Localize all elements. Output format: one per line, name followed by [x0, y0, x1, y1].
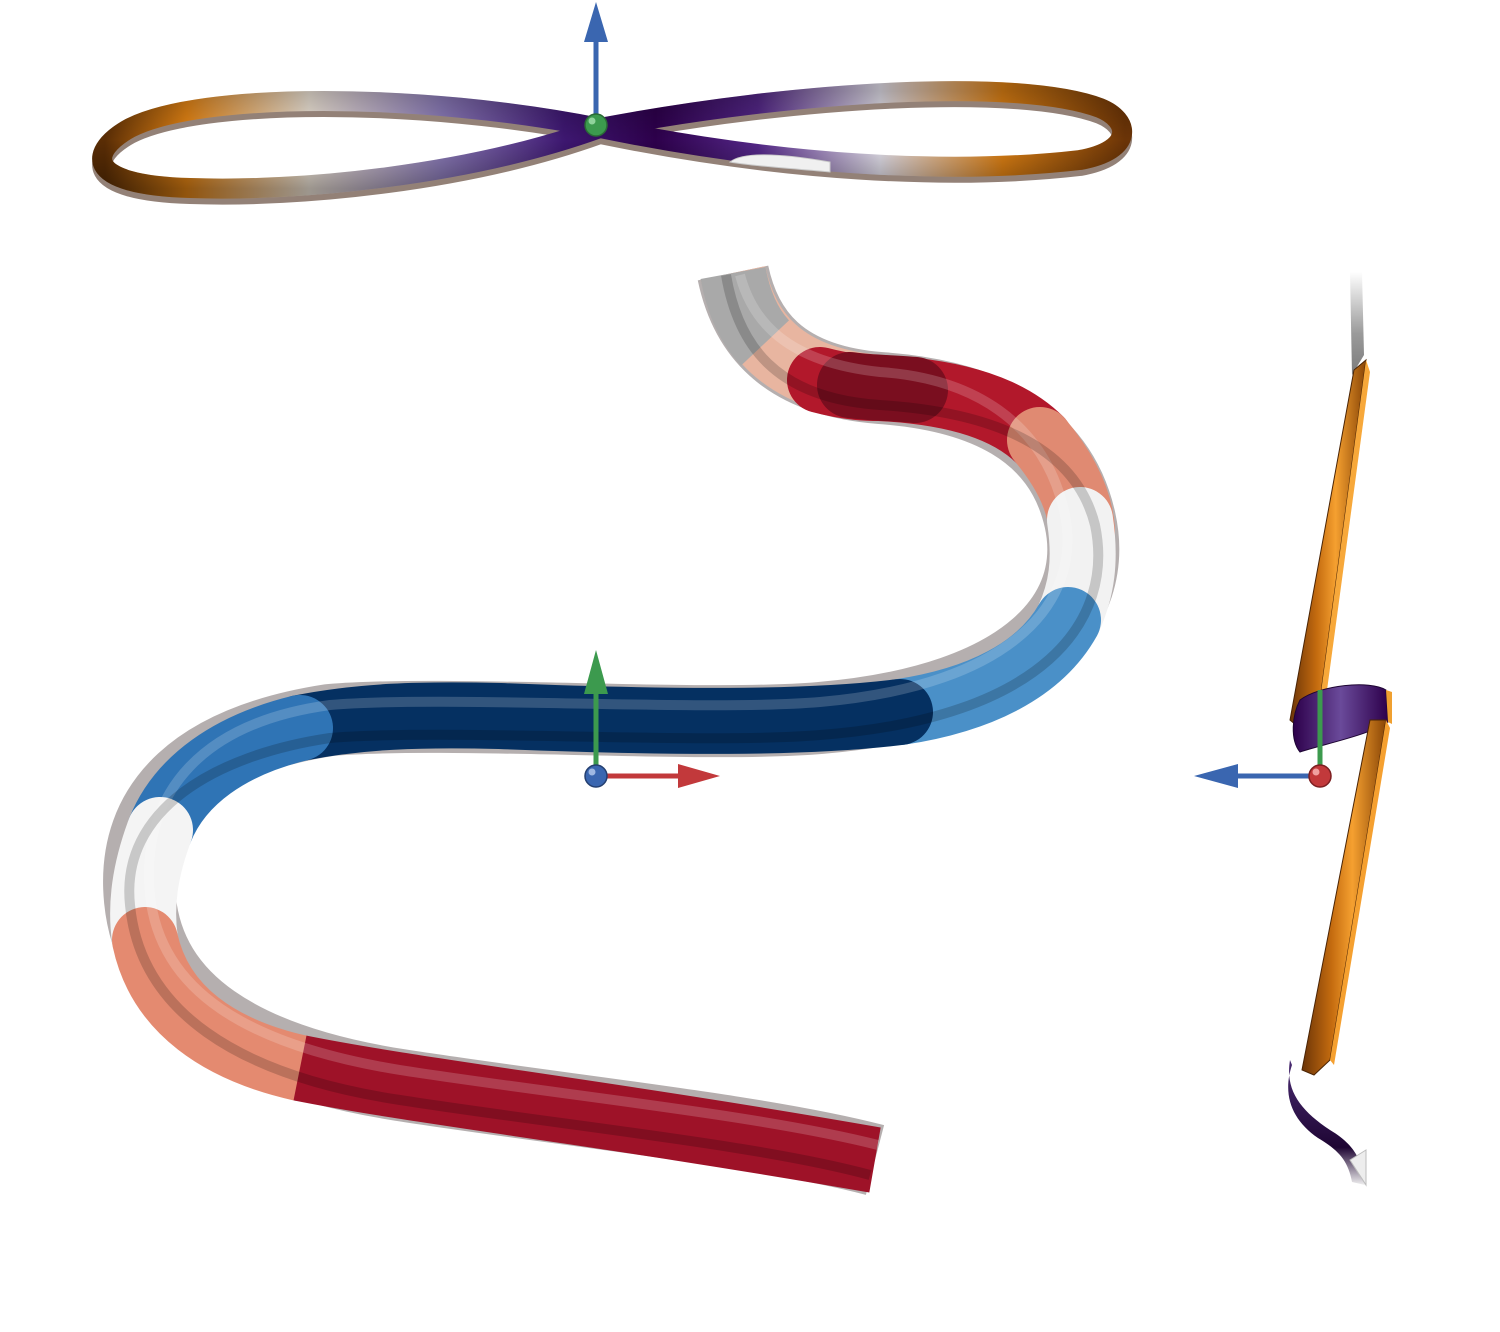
front-view-y-axis-head [584, 650, 608, 694]
side-view-ribbon-upper-edge [1320, 360, 1370, 705]
side-view-ribbon-top [1350, 272, 1364, 375]
front-view-z-axis-dot-highlight [588, 768, 596, 776]
top-view-ribbon-end-highlight [728, 154, 831, 173]
front-view-tube-shadow [124, 274, 1104, 1180]
front-view-tube-seg-10 [293, 1035, 881, 1193]
front-view-tube-seg-2-dark [817, 352, 948, 423]
top-view-z-axis-head [584, 2, 608, 42]
side-view-ribbon-bottom [1288, 1060, 1365, 1185]
front-view-x-axis-head [678, 764, 720, 788]
front-view-z-axis-dot [584, 764, 608, 788]
front-view-tube-seg-6 [267, 679, 933, 761]
side-view-x-axis-dot-highlight [1312, 768, 1320, 776]
side-view-z-axis-head [1194, 764, 1238, 788]
side-view-ribbon-knot [1292, 684, 1389, 753]
top-view-y-axis-dot [584, 113, 608, 137]
side-view-ribbon-lower [1301, 719, 1387, 1076]
front-view-tube-seg-9 [112, 907, 333, 1101]
top-view [92, 2, 1132, 205]
side-view-ribbon-lower-edge [1330, 720, 1390, 1065]
front-view-tube-highlight [144, 273, 1073, 1150]
top-view-y-axis-dot-highlight [588, 117, 596, 125]
side-view-ribbon-knot-rim [1386, 690, 1392, 724]
side-view-ribbon-bottom-tip [1349, 1149, 1367, 1187]
front-view-tube-seg-1b [700, 266, 790, 366]
side-view [1194, 272, 1392, 1187]
front-view [103, 264, 1120, 1195]
side-view-x-axis-dot [1308, 764, 1332, 788]
